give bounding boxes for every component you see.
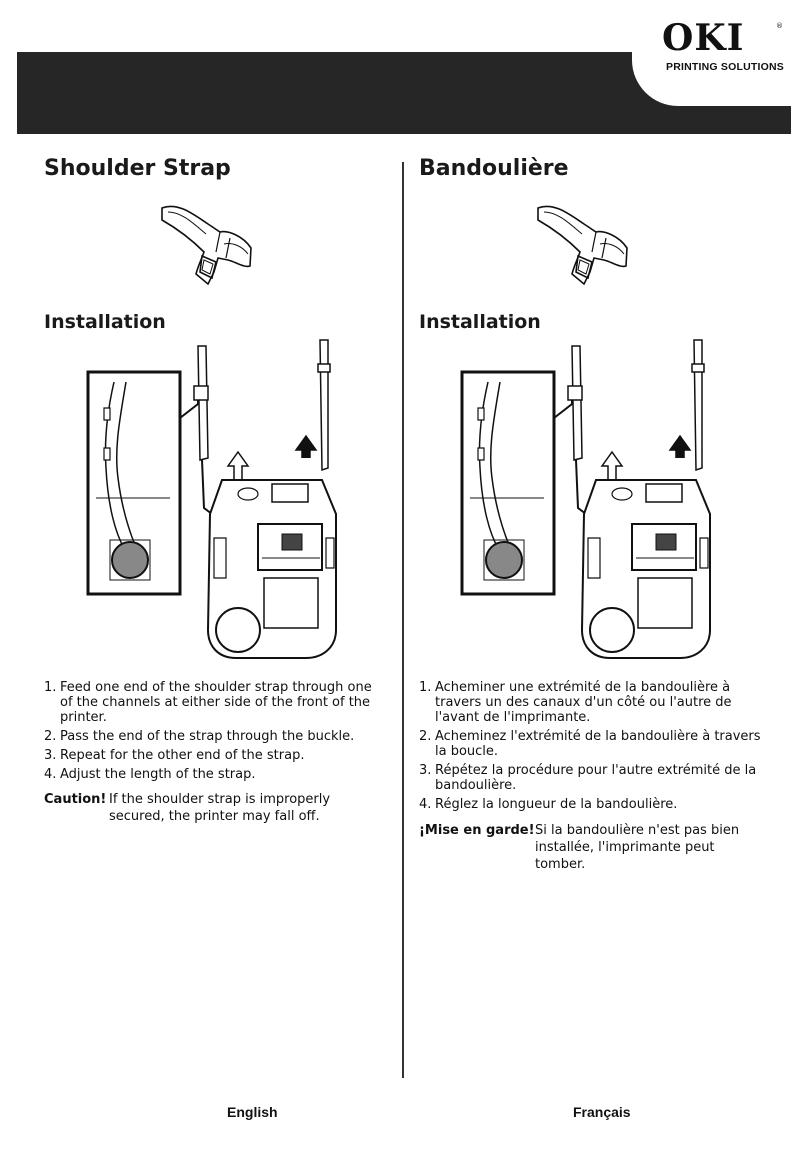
page-title-french: Bandoulière bbox=[419, 156, 569, 181]
page-title-english: Shoulder Strap bbox=[44, 156, 231, 181]
installation-steps-french: 1.Acheminer une extrémité de la bandouli… bbox=[419, 680, 769, 816]
logo-tagline: PRINTING SOLUTIONS bbox=[666, 61, 784, 73]
strap-installation-diagram bbox=[460, 339, 711, 659]
header-logo-tab bbox=[632, 0, 808, 106]
column-divider bbox=[402, 162, 404, 1078]
list-item: 3.Répétez la procédure pour l'autre extr… bbox=[419, 763, 757, 793]
list-item: 1.Acheminer une extrémité de la bandouli… bbox=[419, 680, 732, 725]
shoulder-strap-illustration bbox=[537, 205, 628, 286]
list-item: 3.Repeat for the other end of the strap. bbox=[44, 748, 305, 763]
shoulder-strap-illustration bbox=[161, 205, 252, 286]
list-item: 2.Acheminez l'extrémité de la bandoulièr… bbox=[419, 729, 761, 759]
list-item: 2.Pass the end of the strap through the … bbox=[44, 729, 355, 744]
caution-text: Si la bandoulière n'est pas bien install… bbox=[535, 823, 740, 872]
caution-label: Caution! bbox=[44, 792, 107, 807]
footer-language-english: English bbox=[227, 1104, 278, 1120]
strap-installation-diagram bbox=[86, 339, 337, 659]
installation-steps-english: 1.Feed one end of the shoulder strap thr… bbox=[44, 680, 380, 786]
list-item: 4.Adjust the length of the strap. bbox=[44, 767, 256, 782]
oki-logo: OKI bbox=[662, 17, 745, 59]
caution-text: If the shoulder strap is improperly secu… bbox=[109, 792, 331, 824]
section-heading-installation-french: Installation bbox=[419, 311, 541, 333]
caution-label: ¡Mise en garde! bbox=[419, 823, 535, 838]
section-heading-installation-english: Installation bbox=[44, 311, 166, 333]
list-item: 1.Feed one end of the shoulder strap thr… bbox=[44, 680, 372, 725]
list-item: 4.Réglez la longueur de la bandoulière. bbox=[419, 797, 678, 812]
footer-language-french: Français bbox=[573, 1104, 631, 1120]
registered-mark: ® bbox=[776, 22, 783, 30]
